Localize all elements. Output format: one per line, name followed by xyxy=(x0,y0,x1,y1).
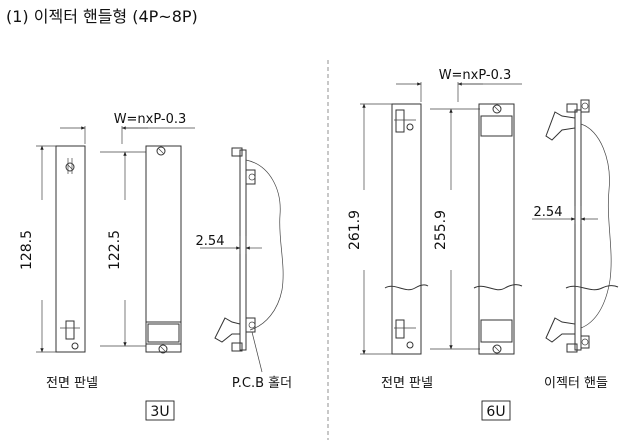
screw-icon xyxy=(492,344,502,354)
size-tag-box xyxy=(481,400,511,421)
offset-label: 2.54 xyxy=(534,205,563,220)
page-title: (1) 이젝터 핸들형 (4P~8P) xyxy=(6,7,198,26)
height-inner-label: 122.5 xyxy=(107,230,123,270)
ejector-handle-6u xyxy=(545,99,619,353)
caption-front-panel: 전면 판넬 xyxy=(46,376,98,391)
size-tag-box xyxy=(145,400,175,421)
height-inner-label: 255.9 xyxy=(433,210,449,250)
screw-icon xyxy=(71,342,79,350)
offset-label: 2.54 xyxy=(196,234,225,249)
side-panel-3u xyxy=(145,145,182,354)
pcb-holder-3u xyxy=(214,147,284,373)
size-tag-3u: 3U xyxy=(150,404,169,420)
right-group-6u: W=nxP-0.3 261.9 255.9 xyxy=(347,68,619,421)
height-outer-label: 261.9 xyxy=(347,210,363,250)
caption-ejector-handle: 이젝터 핸들 xyxy=(544,375,608,391)
front-panel-3u xyxy=(55,145,86,353)
left-group-3u: W=nxP-0.3 128.5 122.5 xyxy=(19,112,292,421)
screw-icon xyxy=(158,344,168,354)
caption-front-panel: 전면 판넬 xyxy=(381,376,433,391)
height-outer-label: 128.5 xyxy=(19,230,35,270)
screw-icon xyxy=(156,146,166,156)
front-panel-6u xyxy=(384,103,429,355)
width-label: W=nxP-0.3 xyxy=(439,68,512,83)
width-label: W=nxP-0.3 xyxy=(114,112,187,127)
screw-icon xyxy=(406,123,414,131)
screw-icon xyxy=(492,104,502,114)
size-tag-6u: 6U xyxy=(486,404,505,420)
screw-icon xyxy=(406,341,414,349)
caption-pcb-holder: P.C.B 홀더 xyxy=(232,376,292,391)
side-panel-6u xyxy=(473,103,523,355)
screw-icon xyxy=(65,162,75,172)
